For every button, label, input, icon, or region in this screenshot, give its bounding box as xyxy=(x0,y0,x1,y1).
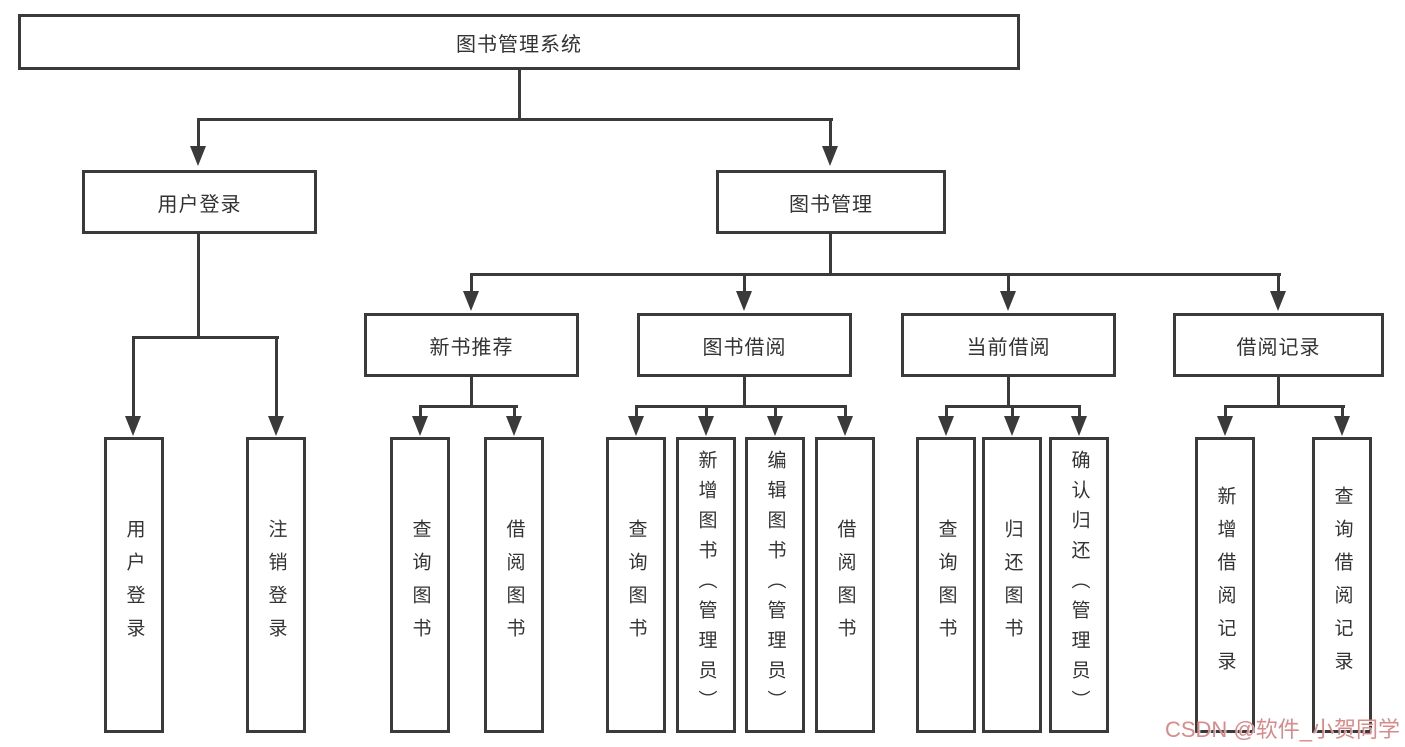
node-label: 用户登录 xyxy=(157,193,242,216)
connector-line-vertical xyxy=(1011,405,1014,419)
node-label: 归还图书 xyxy=(1001,519,1023,651)
connector-line-horizontal xyxy=(198,118,833,121)
arrowhead-down-icon xyxy=(412,416,428,436)
arrowhead-down-icon xyxy=(125,416,141,436)
arrowhead-down-icon xyxy=(268,416,284,436)
node-label: 用户登录 xyxy=(123,519,145,651)
connector-line-vertical xyxy=(1277,273,1280,293)
connector-line-vertical xyxy=(1277,377,1280,407)
node-label: 图书借阅 xyxy=(702,336,787,359)
connector-line-vertical xyxy=(470,377,473,407)
connector-line-horizontal xyxy=(1224,405,1345,408)
leaf-confirm-return-admin: 确认归还（管理员） xyxy=(1049,437,1109,733)
connector-line-horizontal xyxy=(635,405,847,408)
node-book-management: 图书管理 xyxy=(716,170,946,234)
leaf-borrow-books-recommend: 借阅图书 xyxy=(484,437,544,733)
arrowhead-down-icon xyxy=(1217,416,1233,436)
leaf-query-borrow-record: 查询借阅记录 xyxy=(1312,437,1372,733)
arrowhead-down-icon xyxy=(767,416,783,436)
node-current-borrowing: 当前借阅 xyxy=(901,313,1116,377)
arrowhead-down-icon xyxy=(736,291,752,311)
node-label: 查询图书 xyxy=(409,519,431,651)
arrowhead-down-icon xyxy=(190,146,206,166)
node-label: 查询图书 xyxy=(625,519,647,651)
arrowhead-down-icon xyxy=(938,416,954,436)
leaf-return-books: 归还图书 xyxy=(982,437,1042,733)
connector-line-vertical xyxy=(1078,405,1081,419)
connector-line-vertical xyxy=(1007,377,1010,407)
connector-line-horizontal xyxy=(133,336,279,339)
connector-line-horizontal xyxy=(419,405,518,408)
arrowhead-down-icon xyxy=(698,416,714,436)
node-new-book-recommend: 新书推荐 xyxy=(364,313,579,377)
node-label: 当前借阅 xyxy=(966,336,1051,359)
arrowhead-down-icon xyxy=(1071,416,1087,436)
node-label: 借阅图书 xyxy=(834,519,856,651)
leaf-logout-login: 注销登录 xyxy=(246,437,306,733)
leaf-edit-books-admin: 编辑图书（管理员） xyxy=(745,437,805,733)
node-label: 注销登录 xyxy=(265,519,287,651)
connector-line-vertical xyxy=(774,405,777,419)
connector-line-vertical xyxy=(705,405,708,419)
leaf-user-login: 用户登录 xyxy=(104,437,164,733)
arrowhead-down-icon xyxy=(837,416,853,436)
connector-line-vertical xyxy=(1341,405,1344,419)
node-label: 查询图书 xyxy=(935,519,957,651)
leaf-query-books-current: 查询图书 xyxy=(916,437,976,733)
connector-line-vertical xyxy=(470,273,473,293)
node-label: 图书管理 xyxy=(789,193,873,216)
connector-line-vertical xyxy=(1007,273,1010,293)
arrowhead-down-icon xyxy=(1000,291,1016,311)
node-label: 编辑图书（管理员） xyxy=(764,450,786,720)
arrowhead-down-icon xyxy=(822,146,838,166)
connector-line-vertical xyxy=(945,405,948,419)
connector-line-vertical xyxy=(635,405,638,419)
csdn-watermark: CSDN @软件_小贺同学 xyxy=(1164,717,1400,742)
connector-line-vertical xyxy=(275,336,278,418)
leaf-add-books-admin: 新增图书（管理员） xyxy=(676,437,736,733)
connector-line-vertical xyxy=(419,405,422,419)
node-label: 借阅图书 xyxy=(503,519,525,651)
arrowhead-down-icon xyxy=(1334,416,1350,436)
connector-line-vertical xyxy=(743,273,746,293)
node-label: 新书推荐 xyxy=(429,336,514,359)
connector-line-vertical xyxy=(513,405,516,419)
node-user-login: 用户登录 xyxy=(82,170,317,234)
leaf-borrow-books-borrowing: 借阅图书 xyxy=(815,437,875,733)
node-label: 查询借阅记录 xyxy=(1331,486,1353,684)
node-label: 新增图书（管理员） xyxy=(695,450,717,720)
leaf-query-books-borrowing: 查询图书 xyxy=(606,437,666,733)
node-label: 新增借阅记录 xyxy=(1214,486,1236,684)
connector-line-vertical xyxy=(743,377,746,407)
connector-line-vertical xyxy=(197,118,200,150)
node-book-borrowing: 图书借阅 xyxy=(637,313,852,377)
leaf-query-books-recommend: 查询图书 xyxy=(390,437,450,733)
arrowhead-down-icon xyxy=(1270,291,1286,311)
arrowhead-down-icon xyxy=(628,416,644,436)
node-borrowing-records: 借阅记录 xyxy=(1173,313,1384,377)
connector-line-horizontal xyxy=(470,273,1281,276)
node-label: 确认归还（管理员） xyxy=(1068,450,1090,720)
connector-line-vertical xyxy=(829,118,832,150)
arrowhead-down-icon xyxy=(1004,416,1020,436)
node-root-system: 图书管理系统 xyxy=(18,14,1020,70)
arrowhead-down-icon xyxy=(463,291,479,311)
node-label: 借阅记录 xyxy=(1236,336,1321,359)
connector-line-vertical xyxy=(197,233,200,338)
node-label: 图书管理系统 xyxy=(456,33,582,56)
arrowhead-down-icon xyxy=(506,416,522,436)
connector-line-vertical xyxy=(844,405,847,419)
connector-line-vertical xyxy=(518,70,521,118)
connector-line-vertical xyxy=(132,336,135,418)
leaf-add-borrow-record: 新增借阅记录 xyxy=(1195,437,1255,733)
connector-line-vertical xyxy=(1224,405,1227,419)
connector-line-vertical xyxy=(829,233,832,275)
